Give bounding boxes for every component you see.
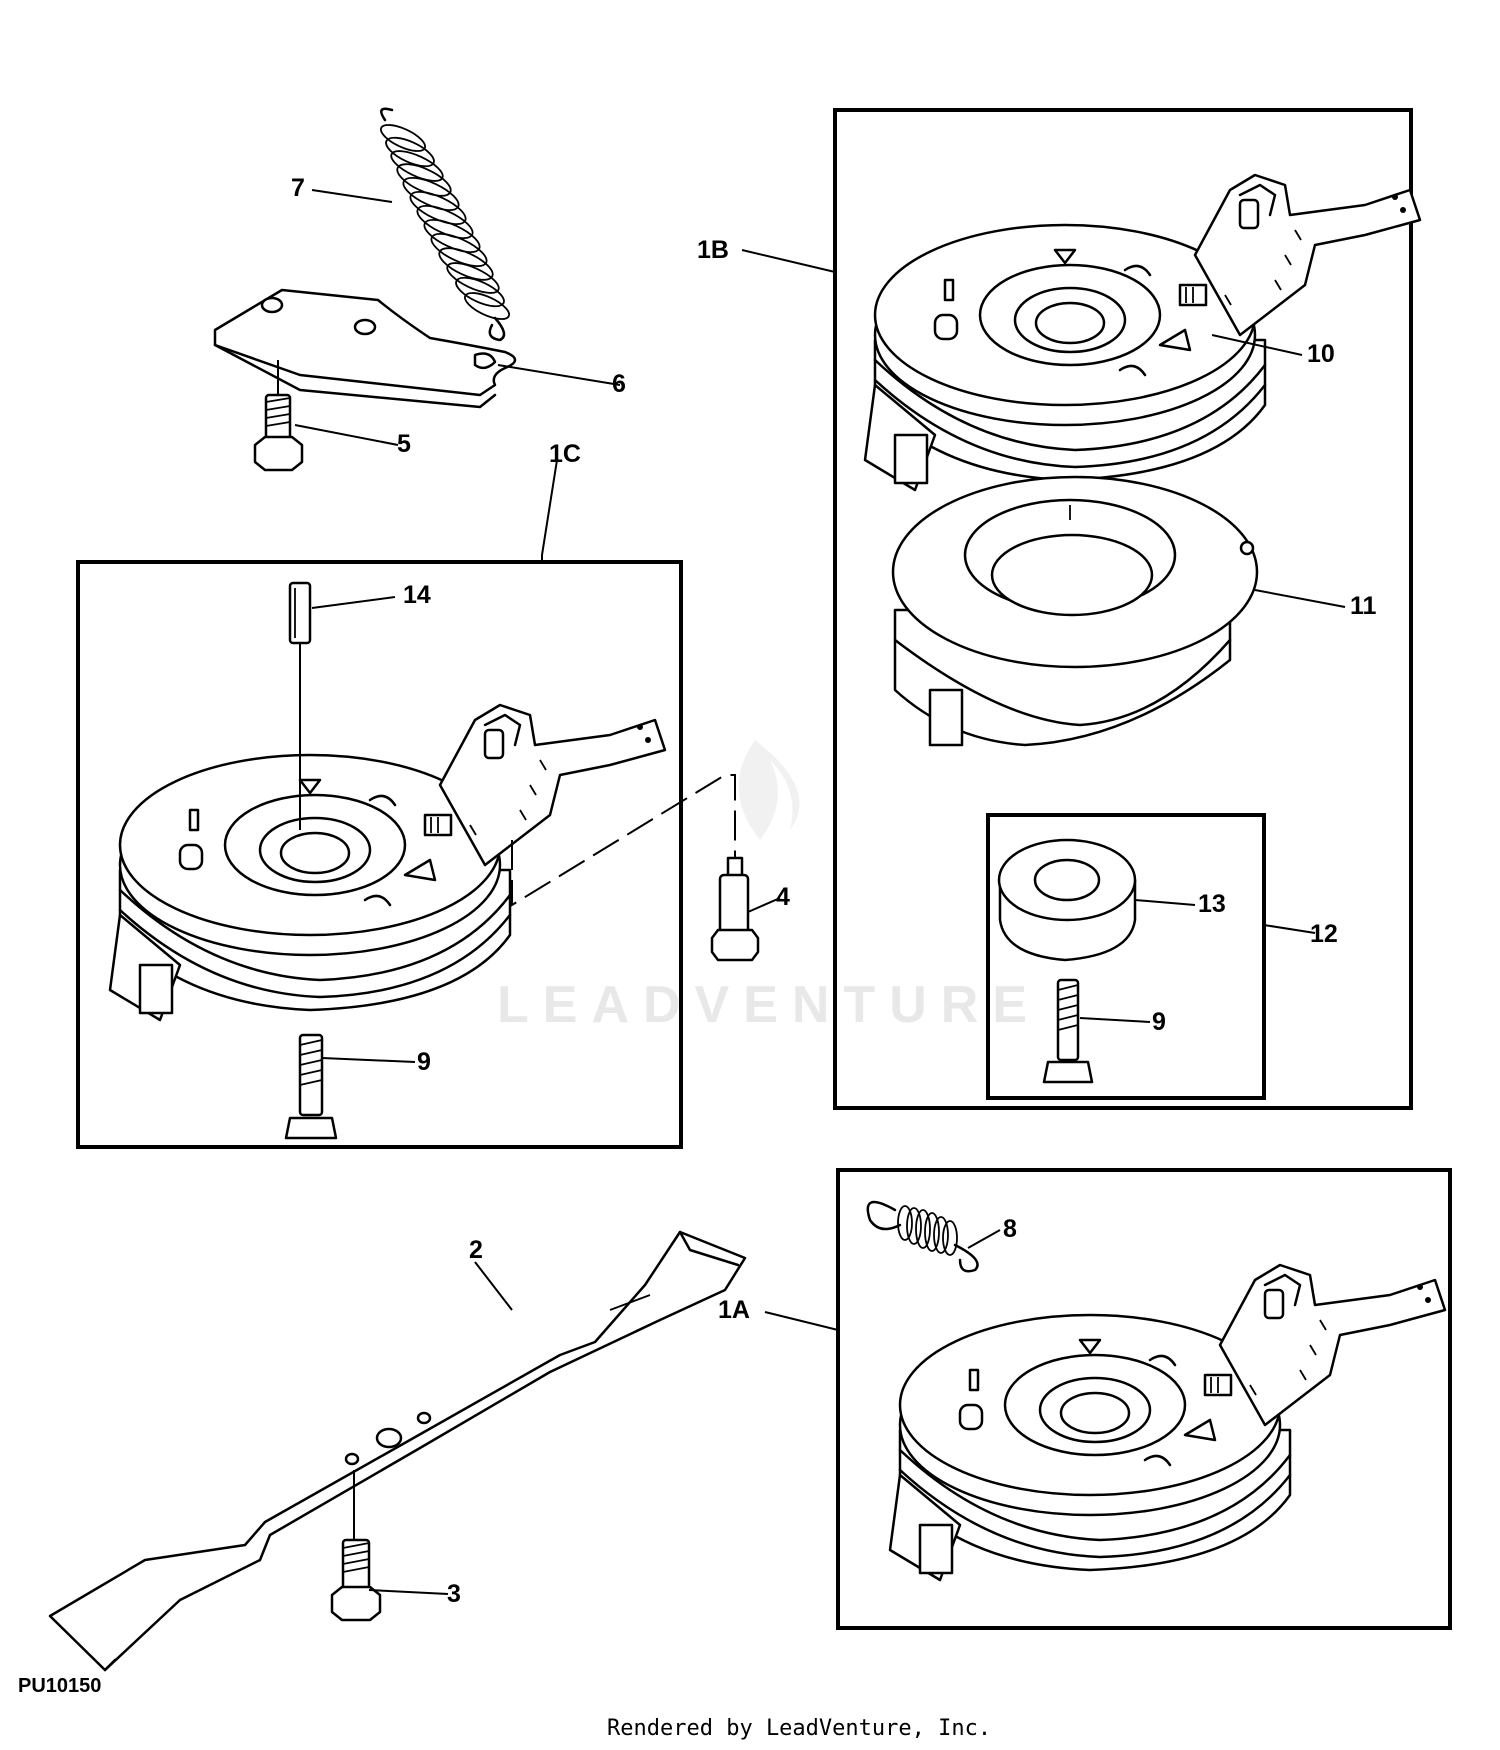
bolt-3 bbox=[330, 1538, 382, 1622]
callout-12: 12 bbox=[1310, 920, 1338, 948]
clutch-assembly-1B bbox=[863, 173, 1422, 492]
bracket-plate-6 bbox=[213, 288, 517, 409]
bolt-9-1C bbox=[284, 1033, 338, 1140]
spacer-13 bbox=[997, 838, 1137, 962]
callout-11: 11 bbox=[1350, 592, 1377, 620]
guide-line-4 bbox=[511, 774, 736, 907]
mower-blade-2 bbox=[48, 1230, 747, 1672]
assembly-box-1A bbox=[836, 1168, 1452, 1630]
callout-1C: 1C bbox=[549, 440, 581, 468]
shoulder-bolt-4 bbox=[710, 856, 760, 962]
spring-8 bbox=[866, 1200, 979, 1273]
figure-id: PU10150 bbox=[18, 1675, 101, 1697]
key-14 bbox=[288, 581, 312, 830]
clutch-assembly-1A bbox=[888, 1263, 1447, 1582]
callout-3: 3 bbox=[447, 1580, 461, 1608]
watermark-flame-logo bbox=[738, 740, 800, 840]
watermark-text: LEADVENTURE bbox=[497, 976, 1041, 1034]
callout-6: 6 bbox=[612, 370, 626, 398]
bolt-9-kit bbox=[1042, 978, 1094, 1084]
callout-4: 4 bbox=[776, 883, 790, 911]
assembly-box-1C bbox=[76, 560, 683, 1149]
armature-11 bbox=[891, 475, 1259, 747]
callout-9-1C: 9 bbox=[417, 1048, 431, 1076]
spring-7 bbox=[380, 107, 510, 342]
bolt-5 bbox=[253, 360, 304, 472]
callout-1A: 1A bbox=[718, 1296, 750, 1324]
callout-10: 10 bbox=[1307, 340, 1335, 368]
callout-5: 5 bbox=[397, 430, 411, 458]
callout-2: 2 bbox=[469, 1236, 483, 1264]
kit-box-12 bbox=[986, 813, 1266, 1100]
callout-7: 7 bbox=[291, 174, 305, 202]
render-credit: Rendered by LeadVenture, Inc. bbox=[607, 1716, 991, 1741]
callout-1B: 1B bbox=[697, 236, 729, 264]
assembly-box-1B bbox=[833, 108, 1413, 1110]
callout-14: 14 bbox=[403, 581, 431, 609]
callout-8: 8 bbox=[1003, 1215, 1017, 1243]
callout-9-kit: 9 bbox=[1152, 1008, 1166, 1036]
callout-13: 13 bbox=[1198, 890, 1226, 918]
